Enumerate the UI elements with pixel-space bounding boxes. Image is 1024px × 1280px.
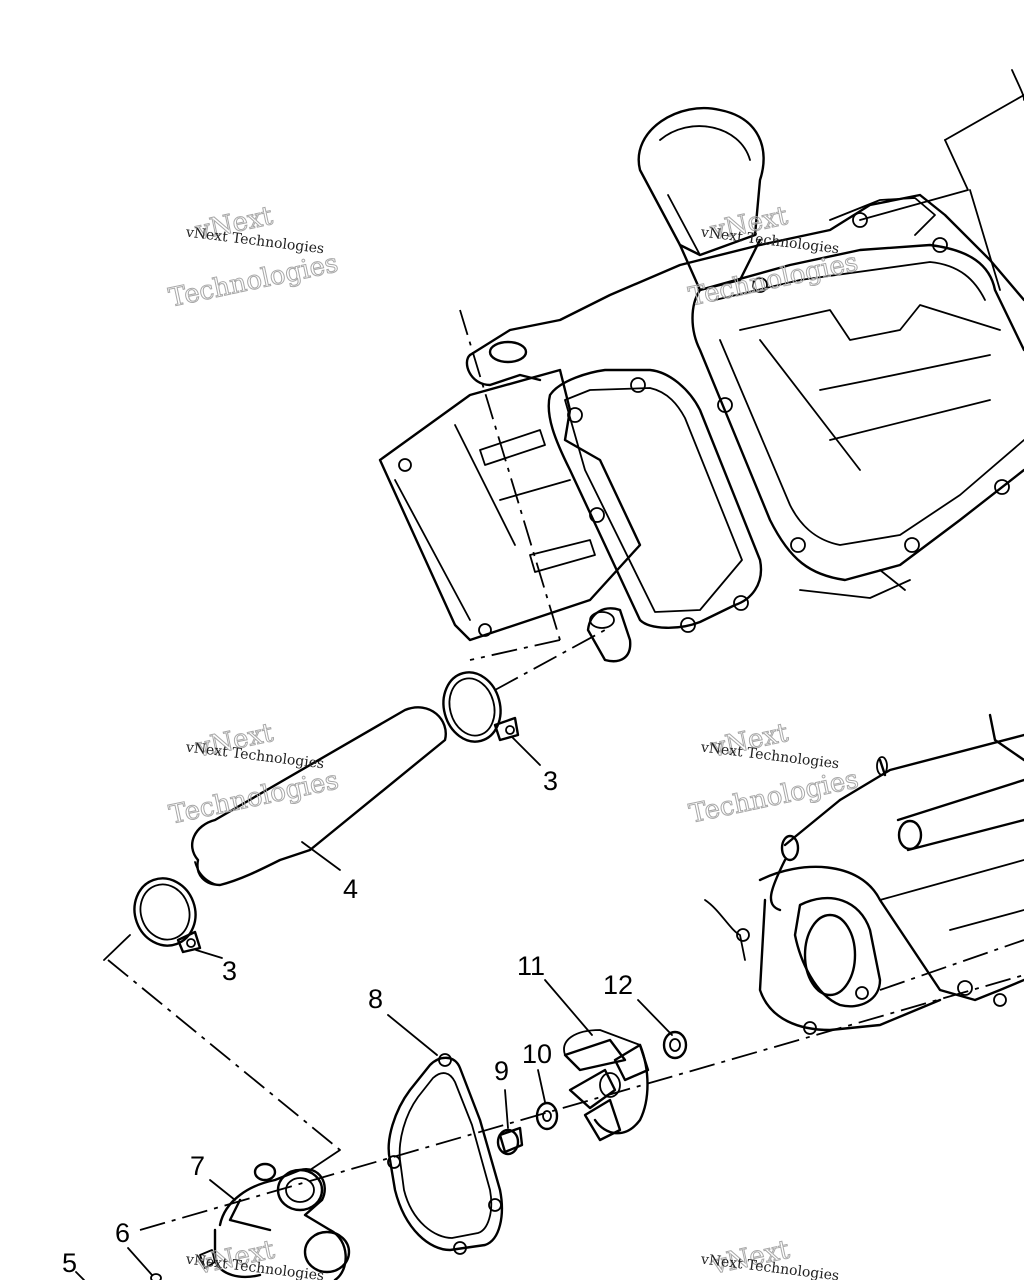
- callout-5: 5: [62, 1248, 77, 1278]
- watermark-big-8: Technologies: [687, 764, 862, 829]
- mechanical-seal: [662, 1030, 688, 1060]
- watermark-big-6: Technologies: [167, 765, 342, 830]
- drain-bolt-and-washer: [150, 1249, 216, 1280]
- watermark-big-2: Technologies: [166, 249, 341, 314]
- callout-12: 12: [603, 970, 633, 1000]
- cylinder-head-assembly: [378, 106, 1024, 663]
- hose-clamp-lower: [133, 877, 202, 954]
- callout-leaders: [75, 736, 673, 1280]
- washer: [535, 1101, 559, 1131]
- callout-10: 10: [522, 1039, 552, 1069]
- callout-4: 4: [343, 874, 358, 904]
- thermostat-housing: [213, 1162, 351, 1280]
- water-pump-gasket: [387, 1053, 504, 1255]
- hose-clamp-upper: [442, 671, 520, 743]
- impeller: [563, 1029, 650, 1142]
- callout-8: 8: [368, 984, 383, 1014]
- center-lines: [103, 69, 1024, 1231]
- impeller-bolt: [496, 1126, 524, 1156]
- coolant-hose: [191, 706, 447, 887]
- callout-7: 7: [190, 1151, 205, 1181]
- callout-9: 9: [494, 1056, 509, 1086]
- callout-3-upper: 3: [543, 766, 558, 796]
- callout-6: 6: [115, 1218, 130, 1248]
- callout-11: 11: [517, 951, 545, 981]
- callout-3-lower: 3: [222, 956, 237, 986]
- crankcase-section: [704, 713, 1024, 1035]
- callout-numbers: 3 4 3 8 11 12 9 10 7 6 5: [62, 766, 633, 1278]
